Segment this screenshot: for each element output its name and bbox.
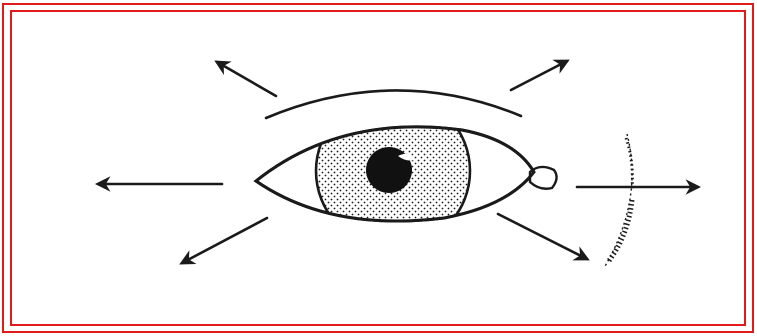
arrow-lower-left	[182, 218, 267, 263]
eyebrow-arc	[266, 90, 521, 118]
arrow-upper-right	[511, 61, 567, 90]
eyelid-fold	[604, 134, 632, 268]
arrow-upper-left	[217, 62, 276, 96]
eye-icon	[256, 94, 557, 248]
arrow-lower-right	[498, 214, 587, 259]
